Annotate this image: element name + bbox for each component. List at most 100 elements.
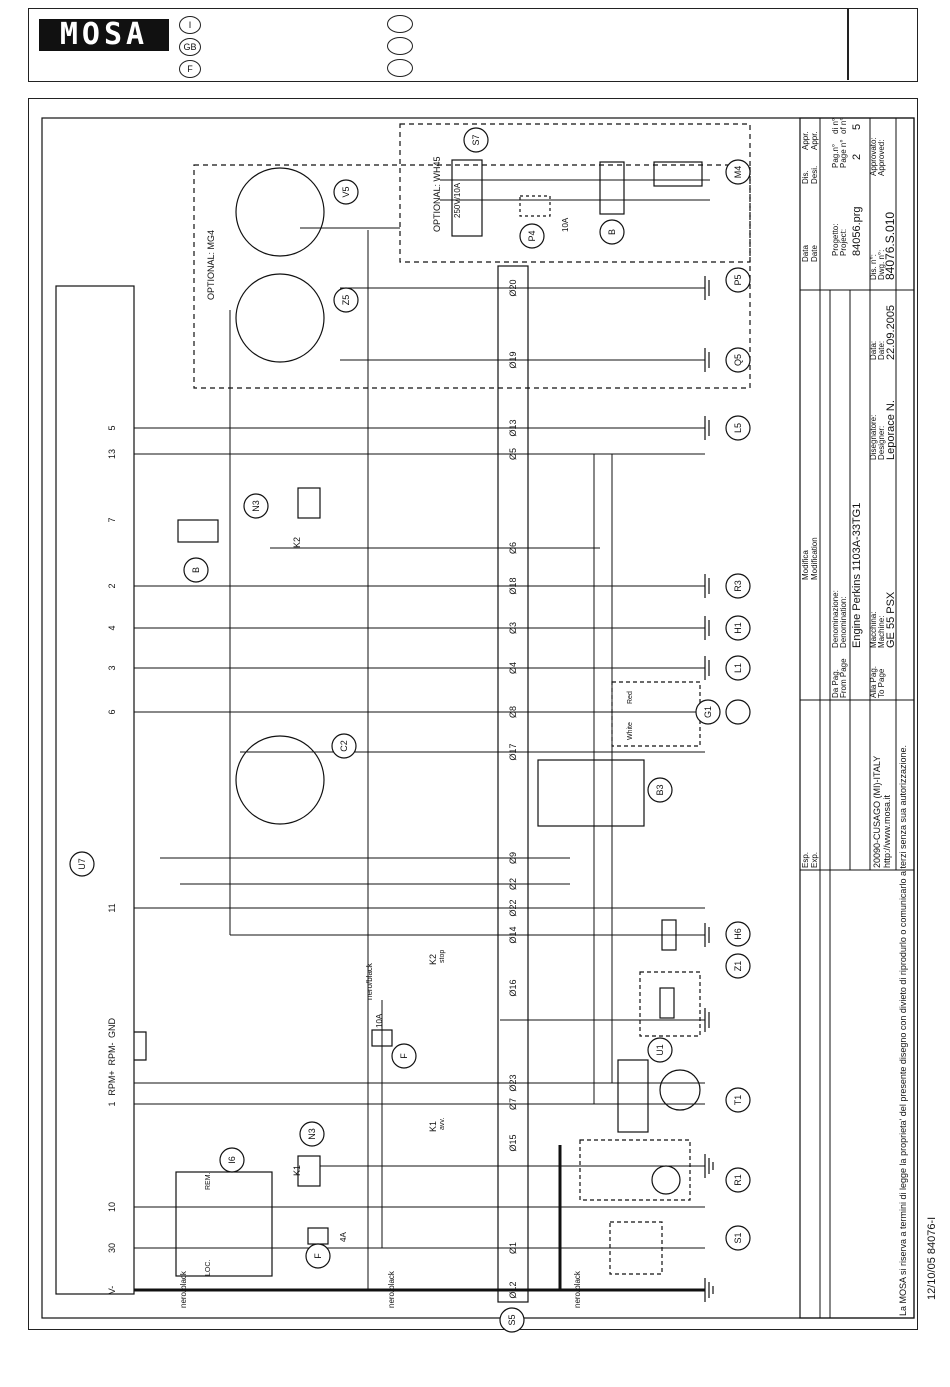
u7-pin-30: 30 [107,1243,117,1253]
fuse-p4 [519,195,551,217]
stop-solenoid-coil [659,987,675,1019]
label-s7: S7 [471,134,481,145]
ground-symbols [704,276,714,1302]
tb-web: http://www.mosa.it [882,794,892,868]
alternator-u1-regulator [617,1059,649,1133]
key-rem-label: REM. [205,1172,212,1190]
wires [134,179,710,1292]
relay-k2-coil [297,487,321,519]
p4-fuse-rating: 10A [561,217,570,232]
terminal-12: Ø12 [508,1281,518,1298]
label-p4: P4 [527,230,537,241]
tb-modification: Modification [810,537,819,580]
tb-data-label: Data: [869,341,878,360]
tb-project-label: Project: [839,229,848,256]
connector-b3 [537,759,645,827]
label-m4: M4 [733,166,743,179]
g1-red-label: Red [627,691,634,704]
relay-k2-sub: stop [439,950,446,963]
mosa-logo: MOSA [39,19,169,51]
u7-pin-rpmminus: RPM- [107,1043,117,1066]
u7-pin-3: 3 [107,665,117,670]
tb-alla-pag: Alla Pag. [869,666,878,698]
header-divider [847,9,849,80]
tb-to-page: To Page [877,668,886,698]
wire-black-label-4: nero/black [573,1270,582,1308]
terminal-4: Ø4 [508,662,518,674]
tb-page: 2 [851,154,863,160]
u7-pin-labels: V- 30 10 1 RPM+ RPM- GND 11 6 3 4 2 7 13… [107,425,117,1294]
wire-black-label-1: nero/black [365,962,374,1000]
label-f1: F [313,1253,323,1259]
terminal-2: Ø2 [508,878,518,890]
u7-pin-10: 10 [107,1202,117,1212]
u7-pin-11: 11 [107,903,117,912]
label-i6: I6 [227,1156,237,1164]
stop-solenoid-z1 [639,971,701,1037]
tb-progetto: Progetto: [831,224,840,256]
terminal-16: Ø16 [508,979,518,996]
u7-pin-13: 13 [107,449,117,459]
lang-oval-it [387,15,413,33]
relay-k1-coil [297,1155,321,1187]
relay-k2-coil-label: K2 [292,537,302,548]
tb-date-label: Date: [877,341,886,360]
relay-k2-label: K2 [428,954,438,965]
relay-k1-label: K1 [428,1121,438,1132]
label-z1: Z1 [733,961,743,972]
label-r3: R3 [733,580,743,592]
lang-oval-gb [387,37,413,55]
tb-approved: Approved: [877,140,886,176]
tb-macchina: Macchina: [869,612,878,648]
optional-mg4-box [193,164,751,389]
u7-pin-7: 7 [107,517,117,522]
terminal-3: Ø3 [508,622,518,634]
label-l5: L5 [733,423,743,433]
terminal-13: Ø13 [508,419,518,436]
tb-appr2: Appr. [810,131,819,150]
u7-box [55,285,135,1295]
tb-drawing-number: 84076.S.010 [883,212,897,280]
terminal-1: Ø1 [508,1242,518,1254]
label-p5: P5 [733,274,743,285]
wire-black-label-2: nero/black [179,1270,188,1308]
u7-pin-5: 5 [107,425,117,430]
u7-pin-1: 1 [107,1101,117,1106]
connector-b [177,519,219,543]
tb-da-pag: Da Pag. [831,669,840,698]
u7-pin-6: 6 [107,709,117,714]
tb-dis: Dis. [801,170,810,184]
u7-pin-gnd: GND [107,1018,117,1039]
optional-mg4-label: OPTIONAL: MG4 [206,230,216,300]
g1-white-label: White [627,722,634,740]
f1-rating: 4A [339,1232,348,1242]
component-label-circles [69,127,751,1333]
tb-data: Data [801,245,810,262]
label-v5: V5 [341,186,351,197]
tb-modifica: Modifica [801,550,810,580]
inner-frame [41,117,915,1319]
hourmeter-s7 [451,159,483,237]
terminal-strip-s5 [497,265,529,1303]
optional-wh45-box [399,123,751,263]
tb-denomination-label: Denomination: [839,596,848,648]
label-b-wh45: B [607,229,617,235]
sensor-g1-box [611,681,701,747]
label-t1: T1 [733,1095,743,1106]
terminal-6: Ø6 [508,542,518,554]
terminal-22: Ø22 [508,899,518,916]
tb-machine: GE 55 PSX [885,591,897,648]
label-b: B [191,567,201,573]
label-z5: Z5 [341,295,351,306]
tb-project: 84056.prg [851,206,863,256]
lang-badge-fr: F [179,60,201,78]
tb-machine-label: Machine: [877,616,886,648]
gauge-c2 [235,735,325,825]
terminal-15: Ø15 [508,1134,518,1151]
connector-b-wh45 [599,161,625,215]
h6-coil [661,919,677,951]
tb-dis-n: Dis. n°: [869,254,878,280]
u7-pin-2: 2 [107,583,117,588]
key-switch-i6 [175,1171,273,1277]
tb-designer-label: Designer: [877,426,886,460]
